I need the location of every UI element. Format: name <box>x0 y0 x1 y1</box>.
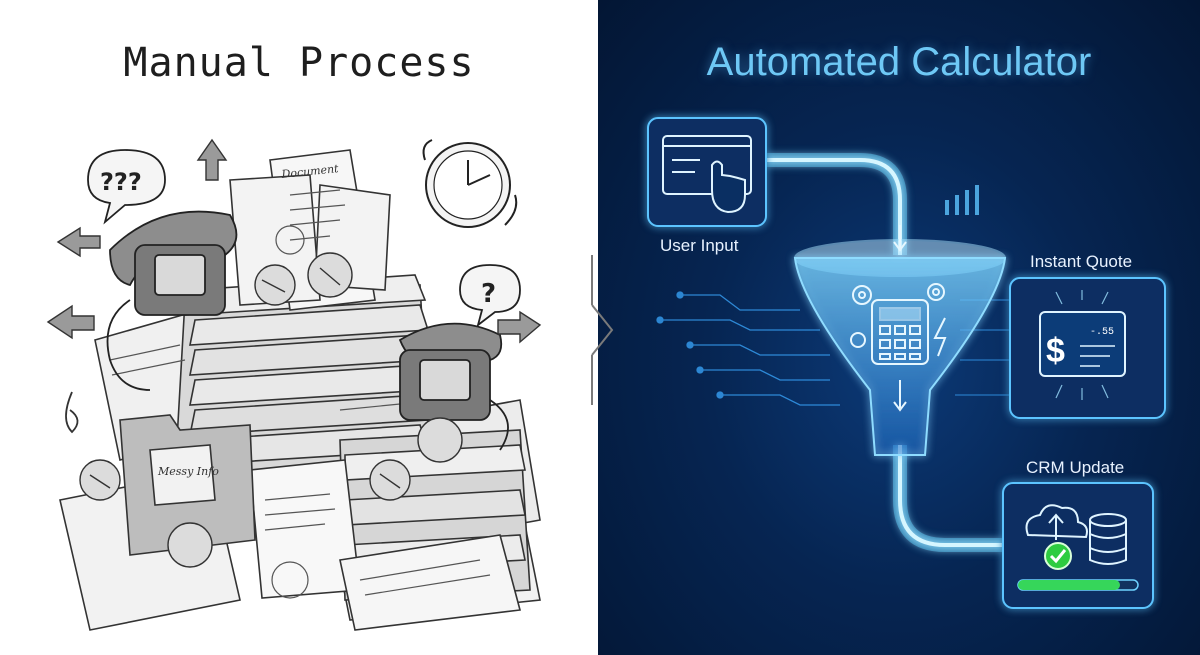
question-mark: ? <box>481 279 496 309</box>
chaotic-arrows <box>46 138 542 344</box>
telephone-icon <box>106 210 238 391</box>
folder-icon <box>119 414 256 556</box>
database-icon <box>1089 513 1127 565</box>
instant-quote-label: Instant Quote <box>1030 252 1133 271</box>
question-bubble-2 <box>459 264 521 328</box>
sync-progress-bar <box>1017 579 1139 591</box>
calculator-funnel <box>793 239 1007 456</box>
instant-quote-card <box>1009 277 1166 419</box>
user-input-label: User Input <box>660 236 739 255</box>
flow-arrow-down <box>893 225 907 412</box>
upload-arrow-icon <box>1048 513 1064 540</box>
curly-arrow <box>65 391 79 434</box>
data-flow-pipe <box>765 153 1005 552</box>
telephone-icon-2 <box>398 322 509 451</box>
divider-chevron <box>591 255 614 405</box>
quote-value: -.55 <box>1090 327 1114 338</box>
clock-icon <box>422 139 518 228</box>
crm-update-label: CRM Update <box>1026 458 1125 477</box>
automated-calculator-title: Automated Calculator <box>706 40 1092 84</box>
user-input-card <box>647 117 767 227</box>
question-marks: ??? <box>100 168 142 196</box>
folder-note: Messy Info <box>157 465 219 478</box>
checkmark-icon <box>1044 542 1072 570</box>
handwriting-scribbles <box>109 189 491 599</box>
calculator-icon <box>871 299 929 365</box>
hand-pointer-icon <box>711 160 746 214</box>
quote-currency-symbol: $ <box>1046 332 1065 370</box>
document-header: Document <box>280 162 340 181</box>
signal-bars <box>945 185 979 215</box>
manual-process-title: Manual Process <box>123 40 475 86</box>
question-bubble <box>87 149 166 225</box>
crumpled-paper <box>79 252 463 568</box>
gear-icon <box>850 283 945 348</box>
lightning-icon <box>933 317 947 357</box>
circuit-traces <box>656 291 840 406</box>
